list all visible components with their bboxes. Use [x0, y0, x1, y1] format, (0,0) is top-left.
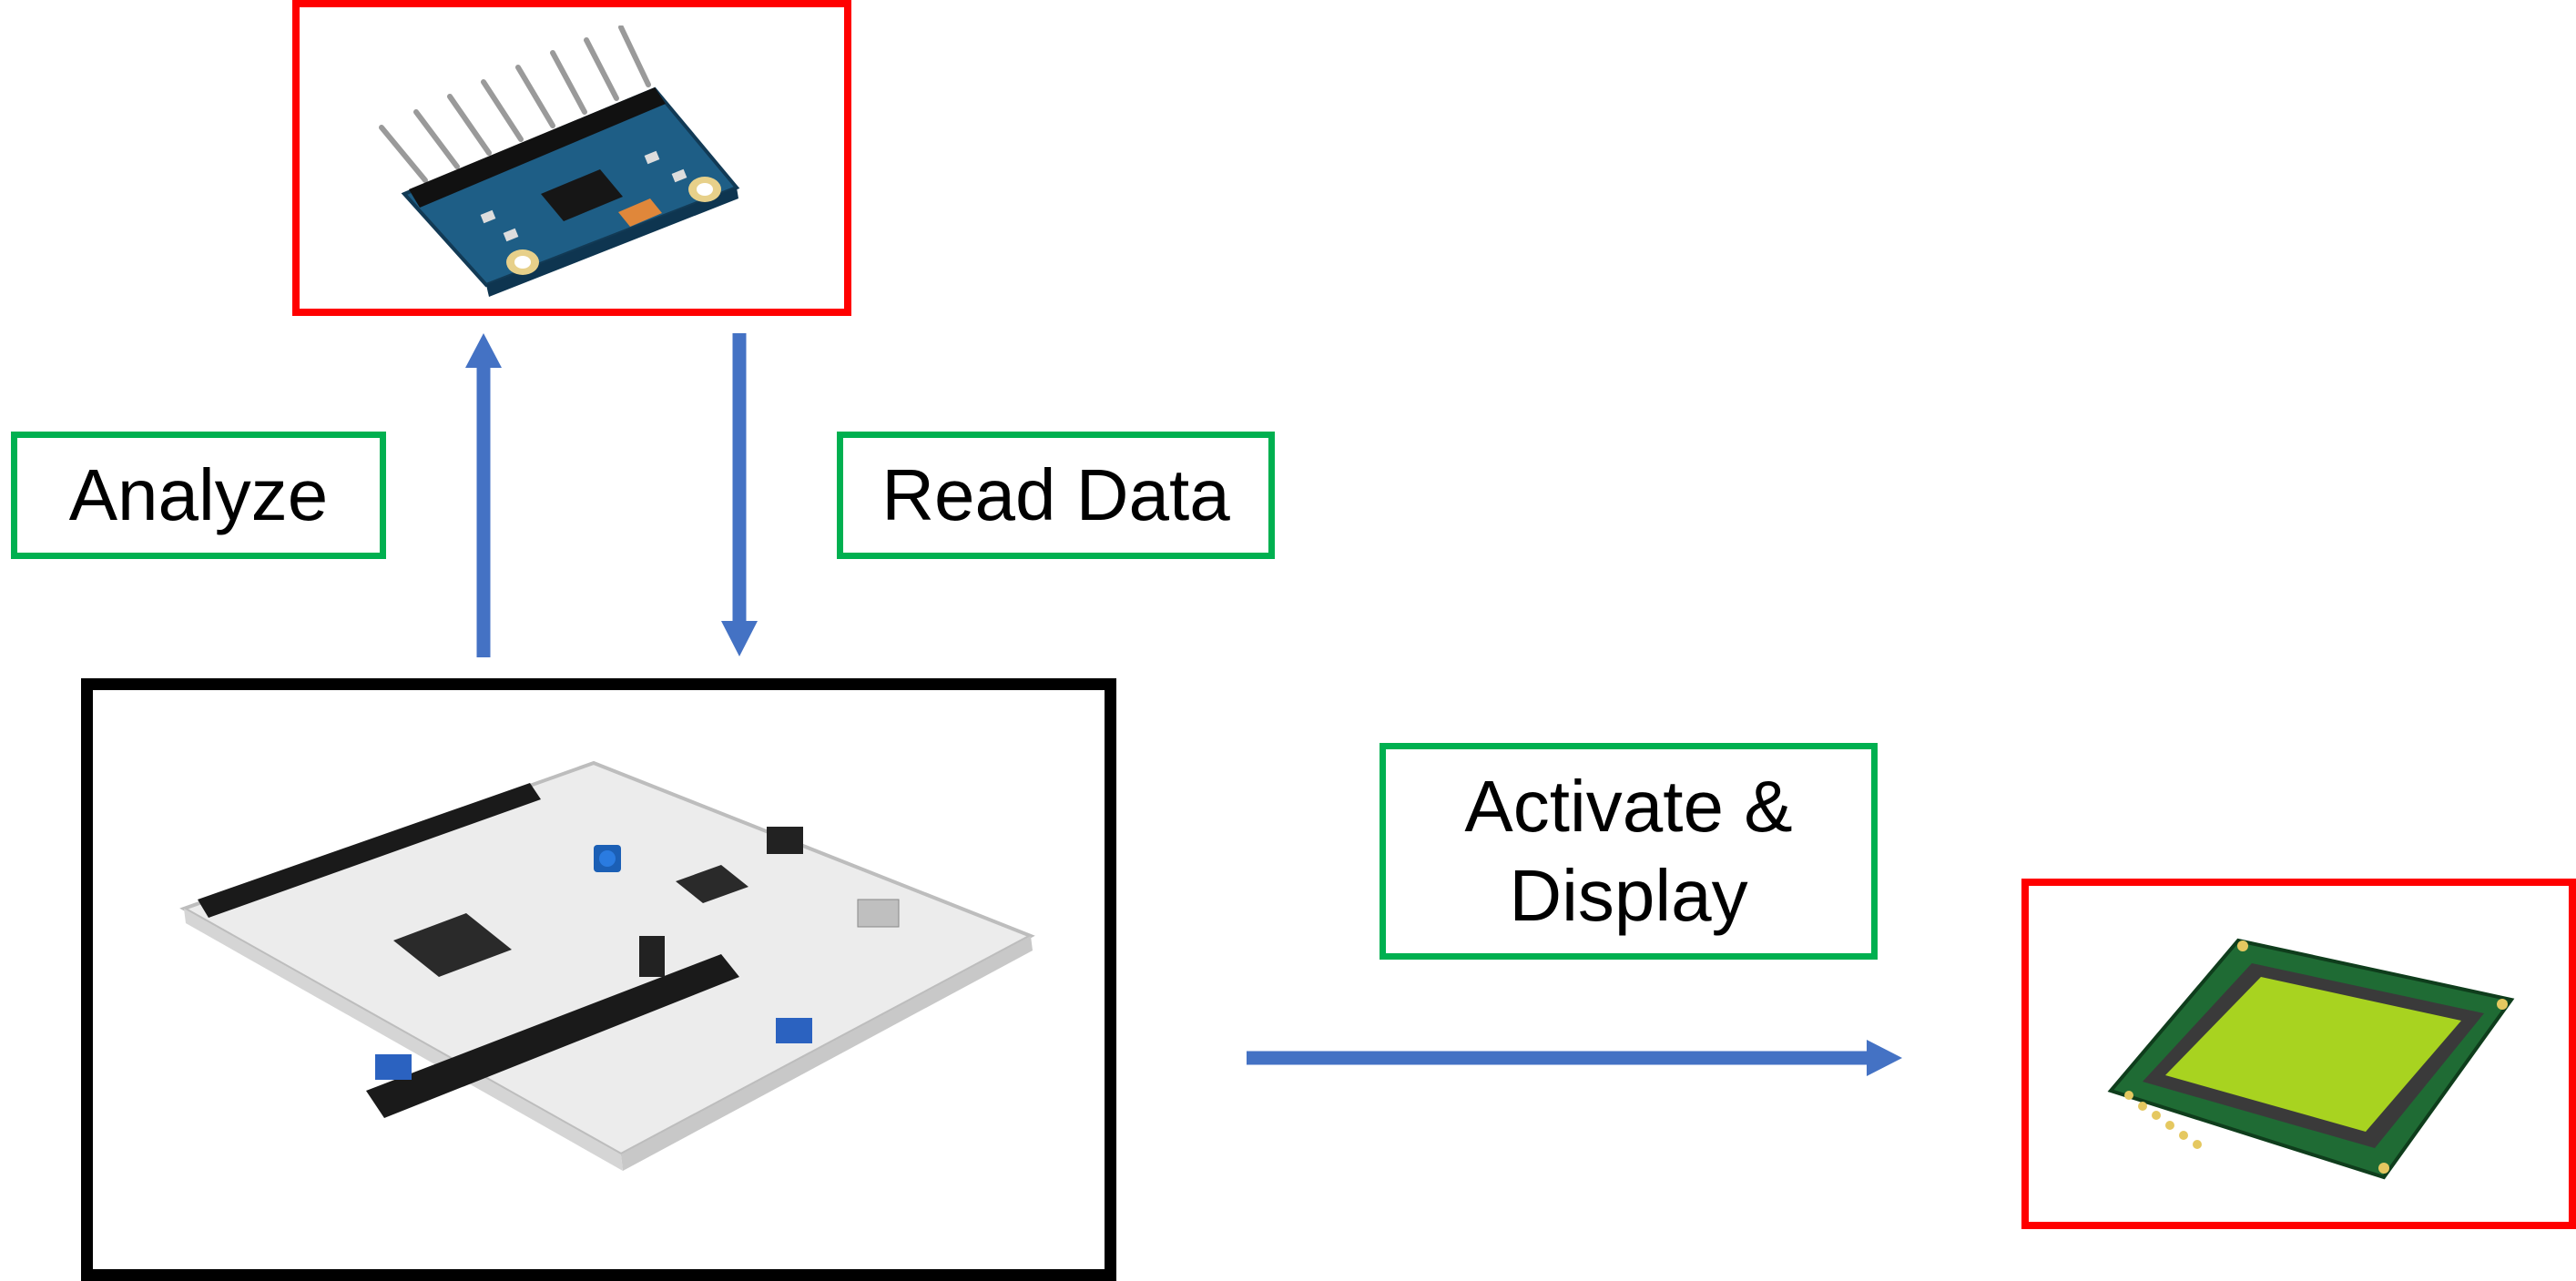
lcd-display-box [2021, 879, 2576, 1229]
arrow-activate-display [1247, 1040, 1902, 1076]
analyze-label: Analyze [11, 432, 386, 559]
sensor-module-box [292, 0, 851, 316]
arrow-read-data [721, 333, 758, 656]
activate-display-label: Activate & Display [1380, 743, 1878, 960]
stm32-nucleo-board-icon [179, 760, 1035, 1171]
arrow-analyze [465, 333, 502, 657]
controller-board-box [81, 678, 1116, 1281]
mpu6050-sensor-icon [379, 25, 740, 297]
graphic-lcd-module-icon [2107, 938, 2515, 1180]
read-data-label: Read Data [837, 432, 1275, 559]
